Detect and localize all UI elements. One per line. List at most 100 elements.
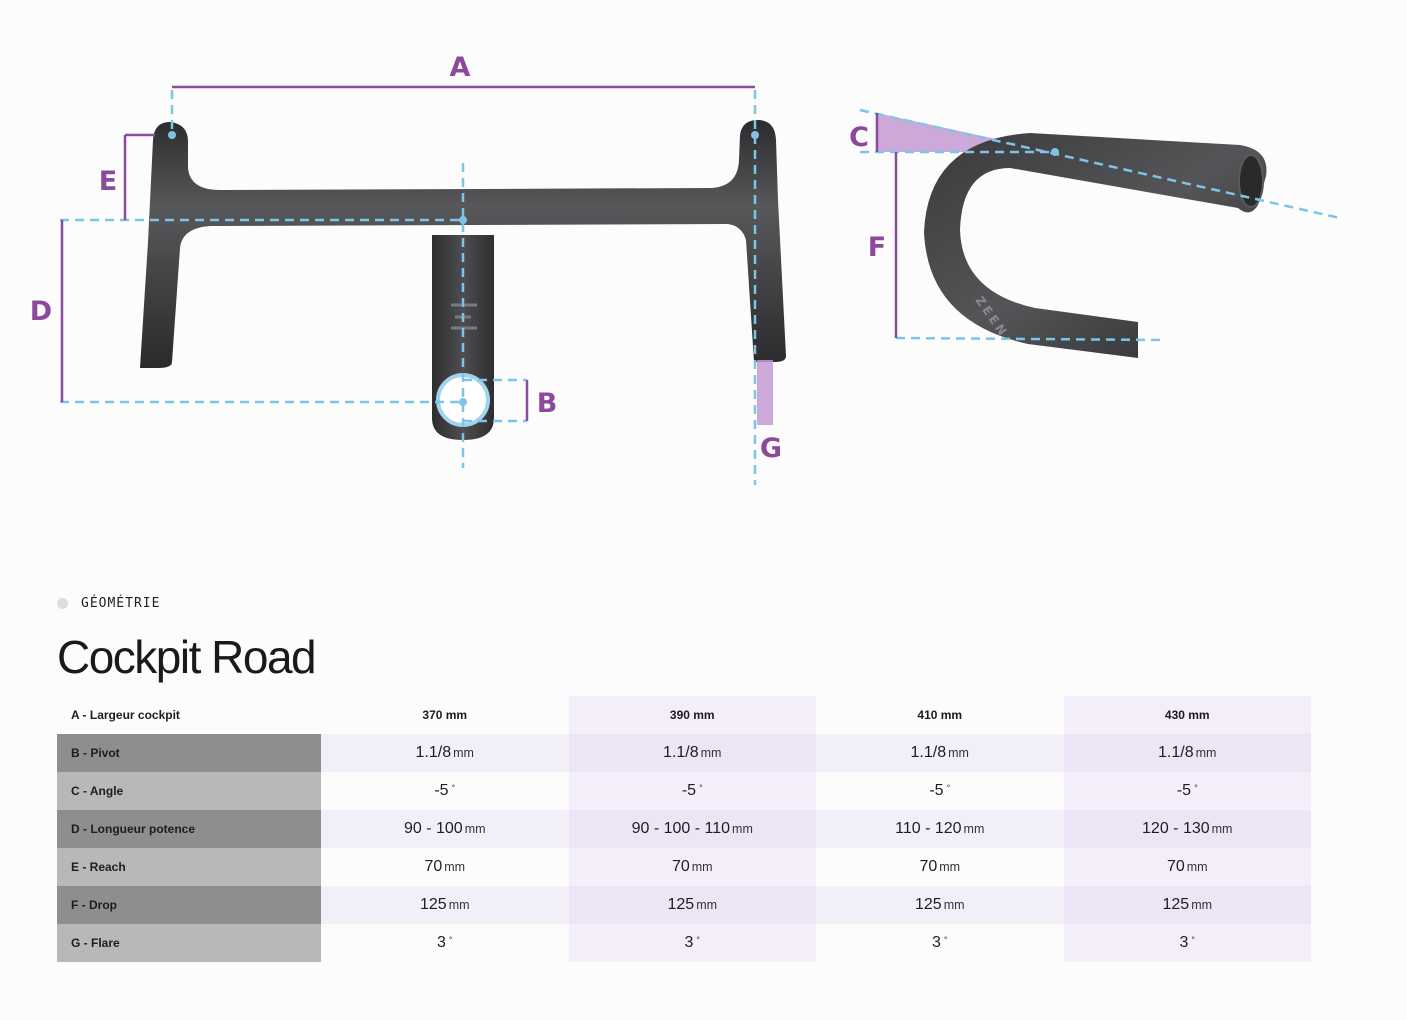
section-tag: GÉOMÉTRIE (57, 596, 160, 611)
size-header-cell: 370 mm (422, 708, 468, 722)
cell-unit: mm (691, 860, 713, 874)
cell-unit: mm (1186, 860, 1208, 874)
label-a: A (450, 52, 471, 83)
label-f: F (868, 232, 886, 263)
cell-value: 90 - 100 (403, 820, 463, 837)
cell-unit: ° (946, 783, 951, 793)
cell-unit: mm (700, 746, 722, 760)
front-view: A E D B G (30, 52, 786, 485)
side-view: ZEEN C F (849, 108, 1341, 358)
cell-unit: mm (448, 898, 470, 912)
table-cell: 3° (321, 924, 569, 962)
cell-unit: mm (453, 746, 474, 760)
cell-unit: ° (1194, 783, 1198, 793)
cell-value: 90 - 100 - 110 (631, 820, 731, 837)
cell-value: 70 (1166, 858, 1185, 875)
section-tag-text: GÉOMÉTRIE (81, 596, 161, 611)
cell-value: -5 (1176, 782, 1192, 799)
label-c: C (849, 122, 869, 153)
cell-value: 125 (914, 896, 942, 913)
flare-wedge (757, 360, 773, 425)
cell-unit: ° (448, 935, 453, 945)
table-cell: -5° (816, 772, 1064, 810)
label-d: D (30, 296, 52, 327)
cell-value: 125 (667, 896, 695, 913)
label-g: G (760, 433, 782, 464)
cell-value: 1.1/8 (415, 744, 452, 761)
row-label: F - Drop (57, 886, 321, 924)
cell-unit: ° (943, 935, 948, 945)
cell-unit: ° (696, 935, 700, 945)
cell-value: -5 (434, 782, 449, 799)
cell-value: 1.1/8 (910, 744, 947, 761)
label-b: B (537, 388, 558, 419)
cell-unit: mm (696, 898, 718, 912)
cell-value: 70 (671, 858, 690, 875)
cell-unit: ° (451, 783, 456, 793)
table-cell: -5° (568, 772, 816, 810)
cell-value: 110 - 120 (895, 820, 962, 837)
cell-unit: ° (1191, 935, 1195, 945)
size-header-cell: 390 mm (568, 696, 816, 734)
cell-value: 1.1/8 (1158, 744, 1194, 761)
cell-value: 125 (419, 896, 447, 913)
row-label: B - Pivot (57, 734, 321, 772)
cell-unit: mm (464, 822, 486, 836)
cell-unit: mm (963, 822, 985, 836)
cell-unit: mm (943, 898, 965, 912)
cell-unit: mm (732, 822, 753, 836)
cell-value: -5 (681, 782, 697, 799)
cell-value: -5 (929, 782, 944, 799)
table-cell: 3° (1063, 924, 1311, 962)
cell-value: 3 (684, 934, 694, 951)
cell-unit: mm (1211, 822, 1233, 836)
table-cell: -5° (1063, 772, 1311, 810)
section-dot-icon (57, 598, 68, 609)
cell-value: 3 (1179, 934, 1189, 951)
row-label: E - Reach (57, 848, 321, 886)
cell-unit: mm (1195, 746, 1217, 760)
cell-unit: mm (948, 746, 969, 760)
cell-value: 70 (424, 858, 443, 875)
table-cell: 3° (568, 924, 816, 962)
cell-unit: ° (699, 783, 703, 793)
cell-value: 70 (919, 858, 938, 875)
page-title: Cockpit Road (57, 631, 317, 683)
table-cell: 3° (816, 924, 1064, 962)
row-label: D - Longueur potence (57, 810, 321, 848)
geometry-diagram: A E D B G ZEEN C F (30, 52, 1341, 485)
row-label: G - Flare (57, 924, 321, 962)
cell-value: 3 (436, 934, 446, 951)
cell-value: 3 (931, 934, 941, 951)
cell-unit: mm (939, 860, 961, 874)
size-header-cell: 410 mm (917, 708, 963, 722)
size-header-cell: 430 mm (1063, 696, 1311, 734)
table-row: C - Angle-5°-5°-5°-5° (57, 772, 1311, 810)
label-e: E (99, 166, 117, 197)
cell-value: 1.1/8 (663, 744, 699, 761)
table-cell: -5° (321, 772, 569, 810)
cell-unit: mm (444, 860, 466, 874)
row-label: A - Largeur cockpit (71, 708, 180, 722)
